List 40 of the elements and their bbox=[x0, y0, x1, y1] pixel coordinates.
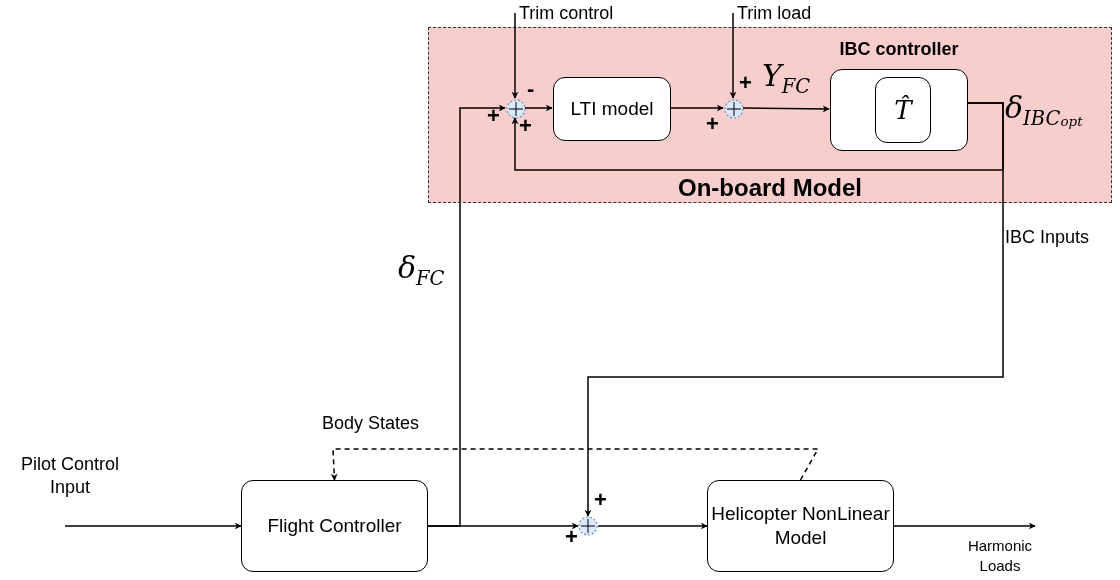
summing-junction bbox=[578, 516, 598, 536]
summing-junction bbox=[506, 99, 526, 119]
transfer-function-block bbox=[875, 77, 931, 143]
block-label: Helicopter NonLinear Model bbox=[710, 502, 891, 550]
input-label: Pilot Control Input bbox=[5, 453, 135, 526]
sign-label: + bbox=[594, 487, 607, 513]
input-label: Trim load bbox=[733, 2, 833, 28]
block-label: T̂ bbox=[894, 93, 912, 127]
sign-label: + bbox=[519, 113, 532, 139]
arrow bbox=[597, 522, 708, 530]
summing-junction bbox=[724, 99, 744, 119]
sign-label: + bbox=[739, 70, 752, 96]
signal-symbol: Y$_{FC}$ bbox=[762, 58, 811, 98]
process-block bbox=[241, 480, 428, 572]
output-label: Harmonic Loads bbox=[955, 526, 1045, 580]
sign-label: + bbox=[565, 524, 578, 550]
process-block bbox=[553, 77, 671, 141]
sign-label: + bbox=[706, 111, 719, 137]
block-label: LTI model bbox=[570, 97, 654, 121]
arrow bbox=[584, 102, 1004, 517]
arrow bbox=[64, 522, 242, 530]
arrow bbox=[524, 104, 553, 112]
dashed-arrow bbox=[330, 448, 820, 481]
arrow bbox=[893, 522, 1036, 530]
block-label: Flight Controller bbox=[267, 514, 402, 538]
edge-label: Body States bbox=[322, 413, 420, 434]
input-label: Trim control bbox=[515, 2, 645, 28]
edge-label: IBC Inputs bbox=[1005, 227, 1090, 248]
region-title: On-board Model bbox=[677, 174, 863, 202]
sign-label: - bbox=[527, 76, 535, 102]
arrow bbox=[729, 12, 737, 99]
arrow bbox=[511, 12, 519, 99]
arrow bbox=[427, 522, 579, 530]
model-region bbox=[428, 27, 1112, 203]
arrow bbox=[669, 104, 724, 112]
sign-label: + bbox=[487, 103, 500, 129]
block-title: IBC controller bbox=[838, 38, 960, 61]
arrow bbox=[742, 105, 830, 113]
signal-symbol: δ$_{FC}$ bbox=[398, 250, 445, 290]
process-block bbox=[707, 480, 894, 572]
